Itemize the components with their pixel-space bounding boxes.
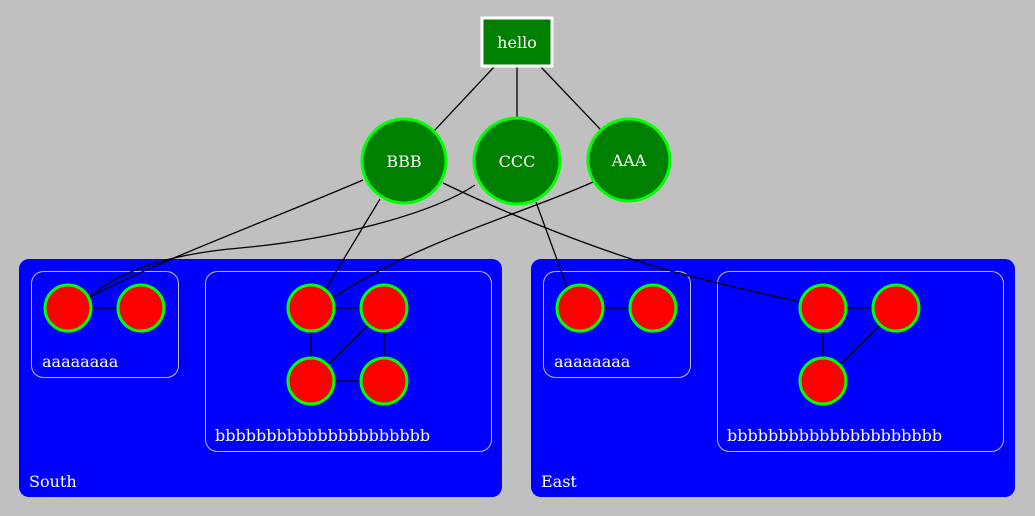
cluster-east: East aaaaaaaa bbbbbbbbbbbbbbbbbbbbb [531, 259, 1015, 497]
node-east-a1[interactable] [555, 283, 605, 333]
subcluster-south-b-label: bbbbbbbbbbbbbbbbbbbbb [215, 426, 430, 445]
node-hello-box[interactable] [480, 16, 554, 68]
edge-BBB-south-a1 [89, 179, 364, 298]
node-CCC[interactable]: CCC [472, 116, 562, 206]
edge-BBB-east-b1 [442, 182, 801, 303]
edge-south-b2-b3 [327, 324, 369, 366]
node-BBB-circle[interactable] [360, 117, 448, 205]
subcluster-south-a-box [31, 271, 179, 378]
subcluster-east-a-box [543, 271, 691, 378]
edge-hello-BBB [433, 65, 496, 132]
node-east-b1[interactable] [798, 283, 848, 333]
edge-CCC-south-a1 [89, 184, 476, 298]
node-BBB[interactable]: BBB [360, 117, 448, 205]
node-east-b3[interactable] [798, 356, 848, 406]
edges-layer [89, 65, 881, 382]
subcluster-east-b: bbbbbbbbbbbbbbbbbbbbb [717, 271, 1004, 452]
node-hello[interactable]: hello [480, 16, 554, 68]
node-south-b3[interactable] [286, 356, 336, 406]
edge-BBB-south-b1 [324, 198, 381, 291]
subcluster-east-a: aaaaaaaa [543, 271, 691, 378]
node-CCC-label: CCC [499, 152, 536, 171]
leaf-nodes [43, 283, 921, 406]
node-south-a2[interactable] [116, 283, 166, 333]
node-AAA[interactable]: AAA [586, 117, 672, 203]
cluster-south: South aaaaaaaa bbbbbbbbbbbbbbbbbbbbb [19, 259, 502, 497]
node-hello-label: hello [497, 33, 537, 52]
node-east-b2[interactable] [871, 283, 921, 333]
node-south-b1[interactable] [286, 283, 336, 333]
node-BBB-label: BBB [386, 152, 421, 171]
edge-CCC-east-a1 [535, 201, 568, 288]
node-CCC-circle[interactable] [472, 116, 562, 206]
edge-hello-AAA [539, 65, 601, 130]
edge-AAA-south-b1 [332, 181, 594, 299]
subcluster-east-b-label: bbbbbbbbbbbbbbbbbbbbb [727, 426, 942, 445]
subcluster-east-a-label: aaaaaaaa [554, 352, 631, 371]
node-AAA-circle[interactable] [586, 117, 672, 203]
subcluster-south-b: bbbbbbbbbbbbbbbbbbbbb [205, 271, 492, 452]
edge-east-b2-b3 [839, 324, 881, 366]
node-south-a1[interactable] [43, 283, 93, 333]
subcluster-south-a: aaaaaaaa [31, 271, 179, 378]
node-south-b2[interactable] [359, 283, 409, 333]
cluster-south-label: South [29, 472, 77, 491]
subcluster-south-a-label: aaaaaaaa [42, 352, 119, 371]
node-east-a2[interactable] [628, 283, 678, 333]
subcluster-east-b-box [717, 271, 1004, 452]
node-south-b4[interactable] [359, 356, 409, 406]
subcluster-south-b-box [205, 271, 492, 452]
node-AAA-label: AAA [611, 151, 647, 170]
cluster-east-label: East [541, 472, 577, 491]
